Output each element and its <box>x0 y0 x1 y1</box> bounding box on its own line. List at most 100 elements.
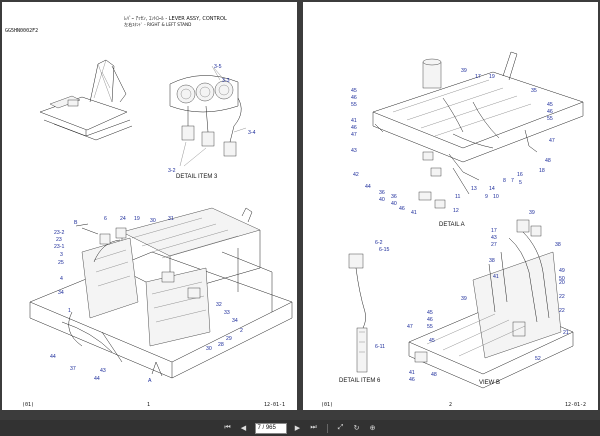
callout-main-28: 28 <box>218 342 224 348</box>
callout-b-39b: 39 <box>461 296 467 302</box>
callout-main-b: B <box>74 220 78 226</box>
caption-detail-item3: DETAIL ITEM 3 <box>176 174 218 180</box>
callout-main-30: 30 <box>150 218 156 224</box>
callout-main-34: 34 <box>58 290 64 296</box>
callout-main-23-2: 23-2 <box>54 230 64 236</box>
callout-b-48: 48 <box>431 372 437 378</box>
page-header-subtitle: 左右ｽﾀﾝﾄﾞ - RIGHT & LEFT STAND <box>124 22 192 27</box>
callout-main-1: 1 <box>68 308 71 314</box>
next-page-icon[interactable]: ▶ <box>294 425 301 432</box>
first-page-icon[interactable]: ⏮ <box>224 424 231 431</box>
callout-main-2: 2 <box>240 328 243 334</box>
detail-a-illustration <box>372 51 584 209</box>
callout-main-6: 6 <box>104 216 107 222</box>
callout-b-41b: 41 <box>409 370 415 376</box>
callout-b-21: 21 <box>563 330 569 336</box>
rotate-icon[interactable]: ↻ <box>353 425 360 432</box>
callout-main-a: A <box>148 378 152 384</box>
callout-a-46c: 46 <box>399 206 405 212</box>
callout-a-13: 13 <box>471 186 477 192</box>
callout-a-7: 7 <box>511 178 514 184</box>
callout-a-39: 39 <box>461 68 467 74</box>
caption-detail-a: DETAIL A <box>439 222 465 228</box>
callout-a-41: 41 <box>351 118 357 124</box>
caption-detail-item6: DETAIL ITEM 6 <box>339 378 381 384</box>
callout-a-11: 11 <box>455 194 460 200</box>
right-page-drawing: 39 17 19 45 46 55 41 46 47 43 42 44 36 4… <box>348 51 584 389</box>
callout-main-32: 32 <box>216 302 222 308</box>
callout-3-4: 3-4 <box>248 130 256 136</box>
manual-page-left: ﾚﾊﾞｰ ｱｯｾﾝ, ｺﾝﾄﾛｰﾙ - LEVER ASSY, CONTROL … <box>2 2 297 410</box>
callout-a-55b: 55 <box>547 116 553 122</box>
callout-a-42: 42 <box>353 172 359 178</box>
left-page-drawing: 3-5 3-3 3-4 3-2 B 6 24 19 30 31 23-2 23 … <box>29 59 293 384</box>
callout-a-18: 18 <box>539 168 545 174</box>
viewer-toolbar: ⏮ ◀ 7 / 965 ▶ ⏭ ⤢ ↻ ⊕ <box>0 420 600 436</box>
manual-page-right: 39 17 19 45 46 55 41 46 47 43 42 44 36 4… <box>303 2 598 410</box>
callout-b-39: 39 <box>529 210 535 216</box>
last-page-icon[interactable]: ⏭ <box>310 424 317 431</box>
callout-main-33: 33 <box>224 310 230 316</box>
callout-b-46b: 46 <box>409 377 415 383</box>
footer-section-code: 12-01-1 <box>264 402 286 408</box>
callout-b-20: 20 <box>559 280 565 286</box>
page-number-input[interactable]: 7 / 965 <box>254 422 287 434</box>
view-b-illustration <box>408 219 574 389</box>
fit-page-icon[interactable]: ⤢ <box>337 424 344 431</box>
callout-b-41: 41 <box>493 274 499 280</box>
footer-rev: (01) <box>321 402 334 408</box>
callout-a-44: 44 <box>365 184 371 190</box>
detail-item6-illustration <box>348 253 368 373</box>
callout-a-36b: 36 <box>391 194 397 200</box>
callout-a-46: 46 <box>351 95 357 101</box>
callout-a-17: 17 <box>475 74 481 80</box>
callout-main-23-1: 23-1 <box>54 244 64 250</box>
crane-overview-illustration <box>39 59 133 141</box>
callout-main-23: 23 <box>56 237 62 243</box>
callout-b-27: 27 <box>491 242 497 248</box>
footer-section-code: 12-01-2 <box>565 402 587 408</box>
callout-main-29: 29 <box>226 336 232 342</box>
callout-main-4: 4 <box>60 276 63 282</box>
callout-main-30b: 30 <box>206 346 212 352</box>
page-header-title: ﾚﾊﾞｰ ｱｯｾﾝ, ｺﾝﾄﾛｰﾙ - LEVER ASSY, CONTROL <box>124 16 227 22</box>
toolbar-divider <box>326 423 328 433</box>
callout-a-46d: 46 <box>547 109 553 115</box>
callout-a-35: 35 <box>531 88 537 94</box>
callout-a-16: 16 <box>517 172 523 178</box>
callout-a-46b: 46 <box>351 125 357 131</box>
callout-main-24: 24 <box>120 216 126 222</box>
callout-b-47: 47 <box>407 324 413 330</box>
footer-rev: (01) <box>22 402 35 408</box>
previous-page-icon[interactable]: ◀ <box>240 425 247 432</box>
callout-b-38: 38 <box>555 242 561 248</box>
callout-b-38b: 38 <box>489 258 495 264</box>
callout-b-45b: 45 <box>429 338 435 344</box>
callout-main-19: 19 <box>134 216 140 222</box>
callout-main-44a: 44 <box>50 354 56 360</box>
callout-b-22: 22 <box>559 294 565 300</box>
callout-b-52: 52 <box>535 356 541 362</box>
callout-b-17: 17 <box>491 228 497 234</box>
main-assembly-illustration <box>29 207 293 379</box>
callout-a-19: 19 <box>489 74 495 80</box>
callout-main-31: 31 <box>168 216 174 222</box>
footer-page-number: 2 <box>449 402 453 408</box>
callout-a-10: 10 <box>493 194 499 200</box>
callout-a-41b: 41 <box>411 210 417 216</box>
callout-a-14: 14 <box>489 186 495 192</box>
callout-main-37: 37 <box>70 366 76 372</box>
callout-a-47: 47 <box>351 132 357 138</box>
caption-view-b: VIEW B <box>479 380 501 386</box>
callout-a-43: 43 <box>351 148 357 154</box>
callout-main-44b: 44 <box>94 376 100 382</box>
callout-main-25: 25 <box>58 260 64 266</box>
callout-a-45b: 45 <box>547 102 553 108</box>
callout-3-5: 3-5 <box>214 64 222 70</box>
callout-main-34b: 34 <box>232 318 238 324</box>
zoom-icon[interactable]: ⊕ <box>369 425 376 432</box>
callout-b-55: 55 <box>427 324 433 330</box>
callout-b-45: 45 <box>427 310 433 316</box>
callout-6-11: 6-11 <box>375 344 385 350</box>
callout-a-55: 55 <box>351 102 357 108</box>
